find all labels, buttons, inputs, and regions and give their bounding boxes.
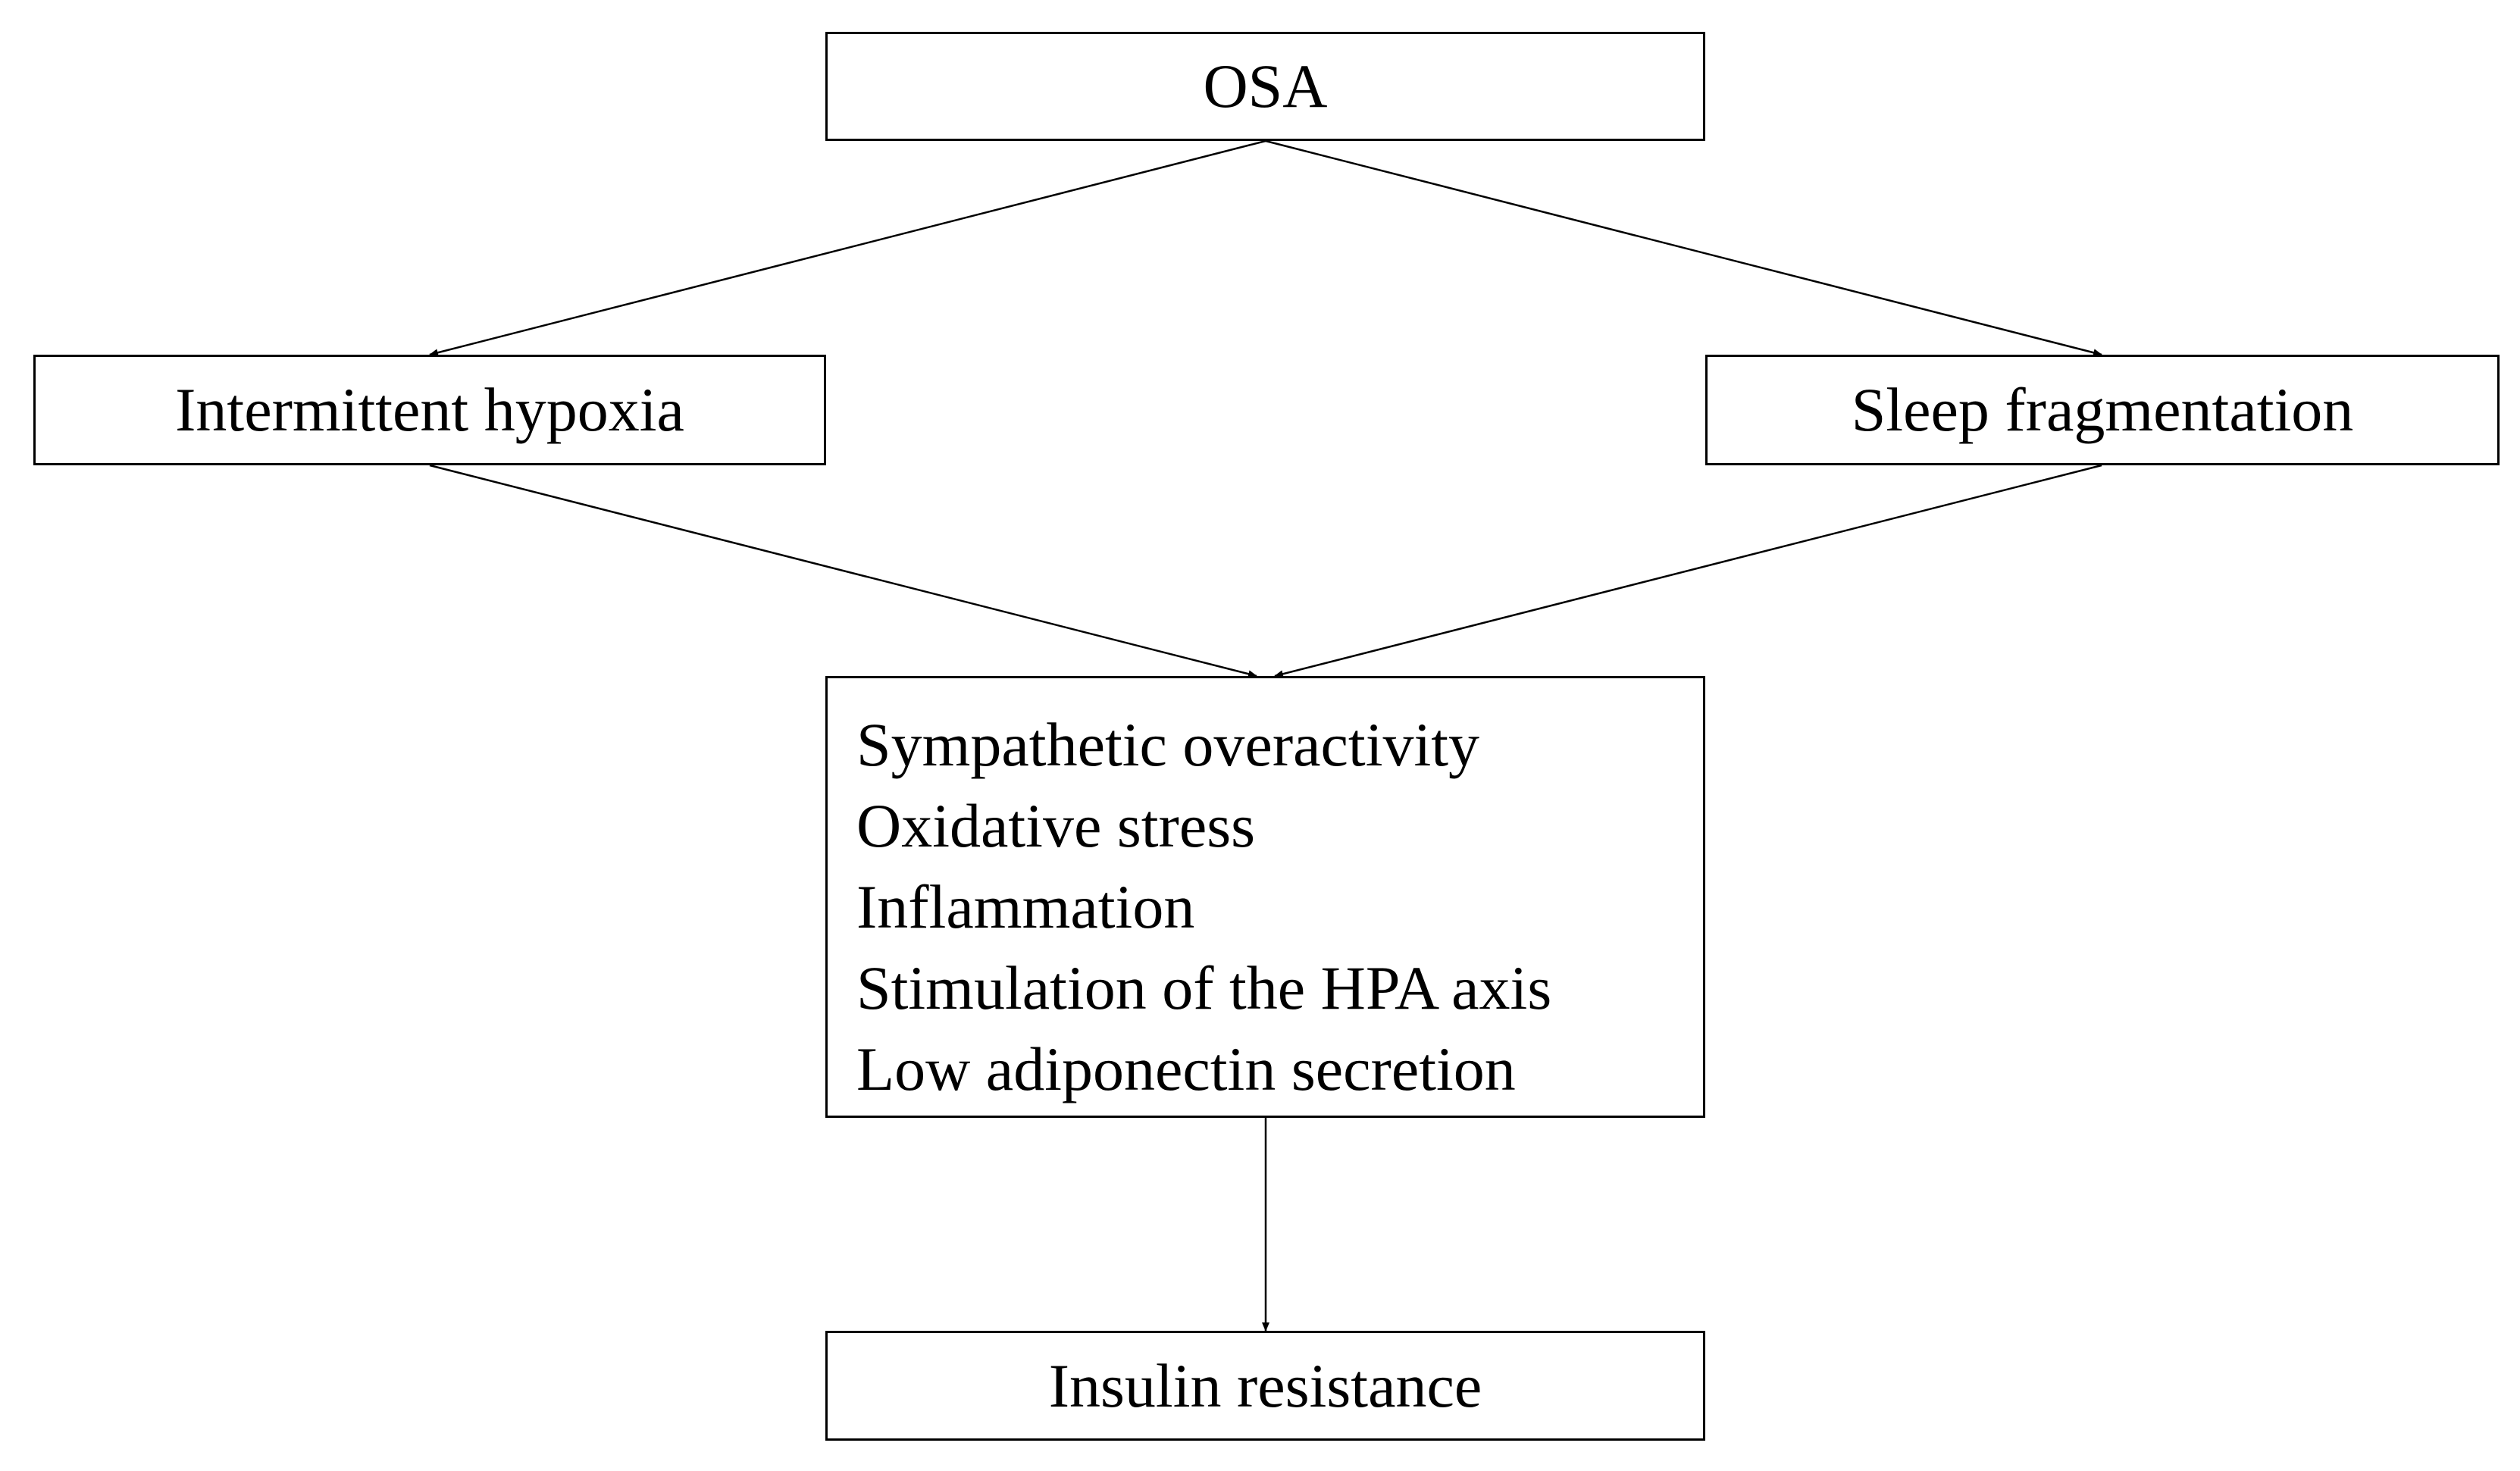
node-osa: OSA	[825, 32, 1705, 141]
arrow-sleep-fragmentation-to-mechanisms	[1274, 464, 2102, 678]
arrow-intermittent-hypoxia-to-mechanisms	[429, 464, 1257, 678]
node-sleep-fragmentation: Sleep fragmentation	[1705, 355, 2500, 465]
node-insulin-resistance: Insulin resistance	[825, 1331, 1705, 1441]
mechanism-sympathetic-overactivity: Sympathetic overactivity	[856, 710, 1480, 779]
node-osa-label: OSA	[1203, 52, 1328, 120]
mechanism-inflammation: Inflammation	[856, 872, 1195, 941]
arrow-osa-to-intermittent-hypoxia	[429, 139, 1266, 357]
arrow-osa-to-sleep-fragmentation	[1265, 139, 2102, 357]
node-mechanisms: Sympathetic overactivity Oxidative stres…	[825, 676, 1705, 1118]
node-sleep-fragmentation-label: Sleep fragmentation	[1851, 375, 2354, 444]
mechanism-low-adiponectin: Low adiponectin secretion	[856, 1034, 1516, 1103]
node-intermittent-hypoxia: Intermittent hypoxia	[33, 355, 826, 465]
mechanism-oxidative-stress: Oxidative stress	[856, 791, 1256, 860]
node-intermittent-hypoxia-label: Intermittent hypoxia	[175, 375, 684, 444]
mechanism-hpa-axis-stimulation: Stimulation of the HPA axis	[856, 953, 1552, 1022]
node-insulin-resistance-label: Insulin resistance	[1048, 1351, 1482, 1420]
